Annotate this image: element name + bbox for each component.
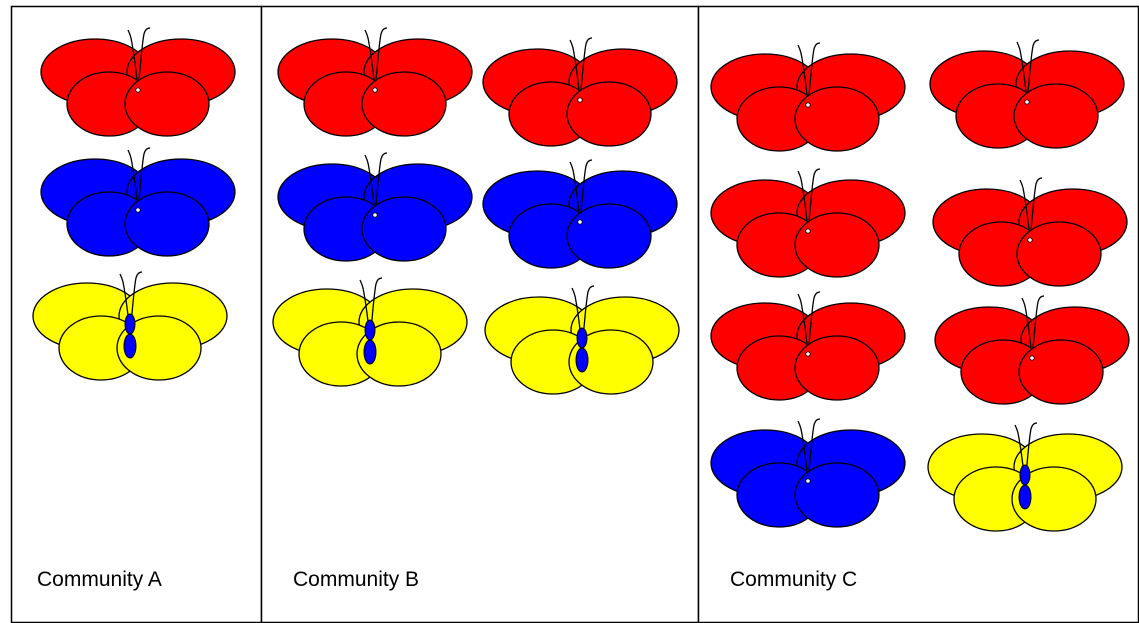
red-butterfly — [934, 295, 1130, 405]
butterfly-body — [372, 87, 378, 93]
left-antenna — [569, 39, 580, 91]
butterfly-body — [805, 478, 811, 484]
left-antenna — [119, 273, 130, 325]
yellow-butterfly — [927, 422, 1123, 532]
lower-right-wing — [794, 86, 880, 152]
community-c-butterflies — [710, 39, 1130, 532]
butterfly-body — [805, 351, 811, 357]
right-antenna — [580, 159, 593, 213]
left-antenna — [364, 154, 375, 206]
butterfly-body — [135, 87, 141, 93]
butterfly-body-lower — [575, 347, 589, 373]
red-butterfly — [40, 27, 236, 137]
left-antenna — [1021, 297, 1032, 349]
left-antenna — [797, 44, 808, 96]
community-b-label: Community B — [293, 568, 419, 591]
lower-right-wing — [356, 321, 442, 387]
right-antenna — [808, 42, 821, 96]
yellow-butterfly — [32, 271, 228, 381]
blue-butterfly — [482, 159, 678, 269]
right-antenna — [580, 37, 593, 91]
butterfly-body — [1027, 237, 1033, 243]
right-antenna — [130, 271, 143, 325]
left-antenna — [1014, 424, 1025, 476]
community-a-butterflies — [32, 27, 236, 381]
butterfly-body-lower — [363, 339, 377, 365]
right-antenna — [808, 418, 821, 472]
left-antenna — [571, 287, 582, 339]
left-antenna — [364, 29, 375, 81]
right-antenna — [1030, 177, 1043, 231]
community-c-label: Community C — [730, 568, 857, 591]
right-antenna — [375, 27, 388, 81]
lower-right-wing — [124, 71, 210, 137]
butterfly-body — [805, 102, 811, 108]
lower-right-wing — [361, 196, 447, 262]
right-antenna — [582, 285, 595, 339]
right-antenna — [370, 277, 383, 331]
left-antenna — [797, 293, 808, 345]
red-butterfly — [710, 168, 906, 278]
right-antenna — [138, 147, 151, 201]
left-antenna — [797, 420, 808, 472]
lower-right-wing — [1018, 339, 1104, 405]
right-antenna — [1027, 39, 1040, 93]
left-antenna — [127, 29, 138, 81]
lower-right-wing — [1011, 466, 1097, 532]
yellow-butterfly — [484, 285, 680, 395]
lower-right-wing — [794, 462, 880, 528]
right-antenna — [1025, 422, 1038, 476]
lower-right-wing — [116, 315, 202, 381]
lower-right-wing — [1013, 83, 1099, 149]
red-butterfly — [929, 39, 1125, 149]
lower-right-wing — [566, 81, 652, 147]
red-butterfly — [482, 37, 678, 147]
left-antenna — [359, 279, 370, 331]
left-antenna — [1016, 41, 1027, 93]
butterfly-body-upper — [576, 327, 588, 349]
right-antenna — [375, 152, 388, 206]
lower-right-wing — [124, 191, 210, 257]
butterfly-body — [372, 212, 378, 218]
left-antenna — [569, 161, 580, 213]
butterfly-body-upper — [364, 319, 376, 341]
butterfly-body-upper — [124, 313, 136, 335]
butterfly-body-upper — [1019, 464, 1031, 486]
lower-right-wing — [568, 329, 654, 395]
red-butterfly — [710, 42, 906, 152]
left-antenna — [127, 149, 138, 201]
red-butterfly — [710, 291, 906, 401]
lower-right-wing — [361, 71, 447, 137]
red-butterfly — [932, 177, 1128, 287]
right-antenna — [138, 27, 151, 81]
left-antenna — [797, 170, 808, 222]
blue-butterfly — [710, 418, 906, 528]
butterfly-body-lower — [123, 333, 137, 359]
red-butterfly — [277, 27, 473, 137]
community-b-butterflies — [272, 27, 680, 395]
butterfly-body — [577, 219, 583, 225]
butterfly-body — [1024, 99, 1030, 105]
lower-right-wing — [794, 335, 880, 401]
blue-butterfly — [40, 147, 236, 257]
butterfly-body — [577, 97, 583, 103]
lower-right-wing — [566, 203, 652, 269]
butterfly-body-lower — [1018, 484, 1032, 510]
right-antenna — [1032, 295, 1045, 349]
right-antenna — [808, 168, 821, 222]
yellow-butterfly — [272, 277, 468, 387]
lower-right-wing — [1016, 221, 1102, 287]
butterfly-body — [805, 228, 811, 234]
right-antenna — [808, 291, 821, 345]
butterfly-body — [135, 207, 141, 213]
community-a-label: Community A — [37, 568, 162, 591]
blue-butterfly — [277, 152, 473, 262]
left-antenna — [1019, 179, 1030, 231]
lower-right-wing — [794, 212, 880, 278]
butterfly-body — [1029, 355, 1035, 361]
